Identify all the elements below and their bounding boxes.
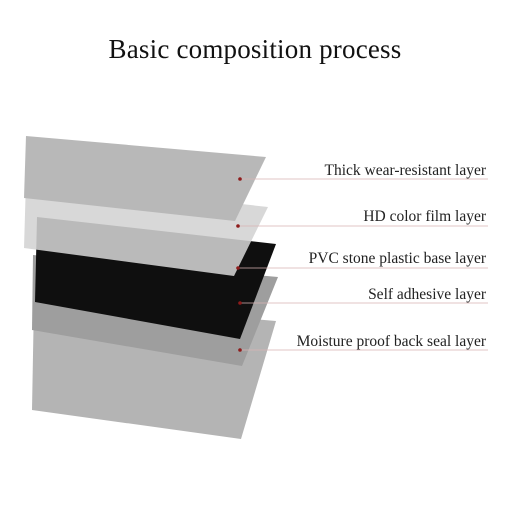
label-thick-wear-resistant-layer: Thick wear-resistant layer xyxy=(324,162,486,179)
callout-dots xyxy=(236,177,242,352)
callout-dot-film xyxy=(236,224,240,228)
callout-dot-wear xyxy=(238,177,242,181)
label-self-adhesive-layer: Self adhesive layer xyxy=(368,286,486,303)
callout-dot-adhesive xyxy=(238,301,242,305)
callout-lines xyxy=(238,178,488,351)
page-title: Basic composition process xyxy=(108,34,402,64)
callout-dot-moisture xyxy=(238,348,242,352)
label-pvc-stone-plastic-base-layer: PVC stone plastic base layer xyxy=(308,250,486,267)
label-hd-color-film-layer: HD color film layer xyxy=(363,208,486,225)
layer-thick-wear-resistant xyxy=(24,136,266,221)
label-moisture-proof-back-seal-layer: Moisture proof back seal layer xyxy=(296,333,486,350)
callout-dot-pvc xyxy=(236,266,240,270)
